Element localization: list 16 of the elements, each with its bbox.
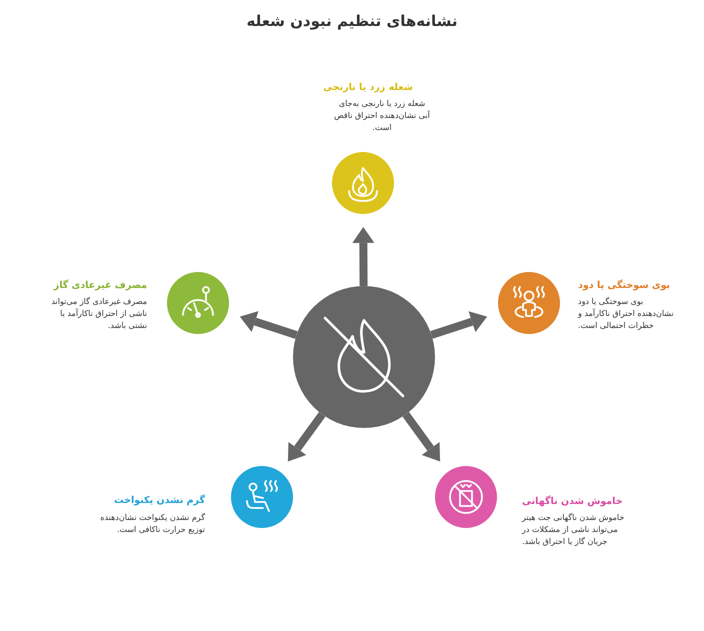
heading: گرم نشدن یکنواخت: [113, 494, 205, 507]
description: مصرف غیرعادی گاز می‌تواند ناشی از احتراق ناکارآمد یا نشتی باشد.: [50, 296, 147, 332]
description: گرم نشدن یکنواخت نشان‌دهنده توزیع حرارت ناکافی است.: [99, 512, 205, 536]
description: خاموش شدن ناگهانی جت هیتر می‌تواند ناشی از مشکلات در جریان گاز یا احتراق باشد.: [522, 512, 626, 548]
arrow: [402, 412, 440, 462]
arrow: [288, 412, 326, 462]
heading: شعله زرد یا نارنجی: [322, 81, 414, 94]
description: شعله زرد یا نارنجی به‌جای آبی نشان‌دهنده احتراق ناقص است.: [333, 98, 432, 134]
arrow: [352, 227, 374, 286]
arrow: [430, 311, 488, 339]
title: نشانه‌های تنظیم نبودن شعله: [245, 12, 459, 30]
heading: خاموش شدن ناگهانی: [522, 495, 624, 508]
arrow: [240, 311, 298, 339]
heading: مصرف غیرعادی گاز: [52, 279, 147, 292]
heading: بوی سوختگی یا دود: [578, 279, 672, 292]
description: بوی سوختگی یا دود نشان‌دهنده احتراق ناکارآمد و خطرات احتمالی است.: [578, 296, 675, 332]
